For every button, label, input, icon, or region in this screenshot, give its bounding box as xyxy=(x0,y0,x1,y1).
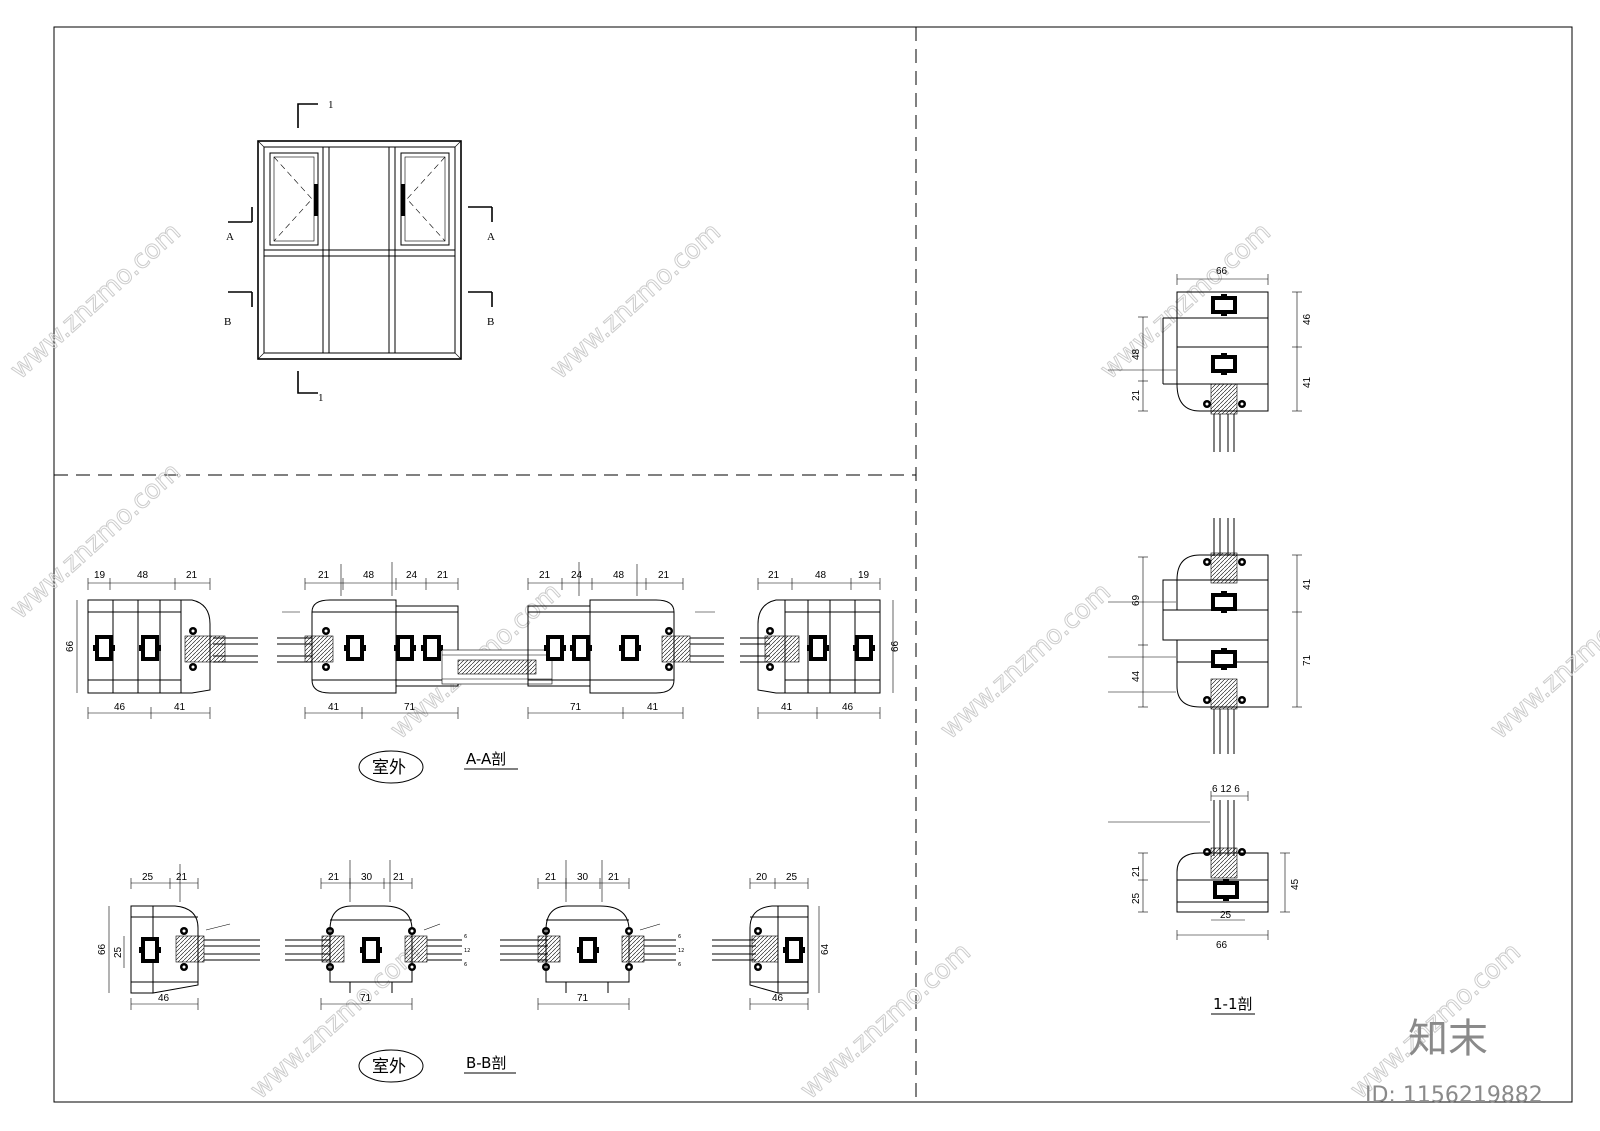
dim-label: 64 xyxy=(820,943,831,955)
dim-label: 21 xyxy=(328,872,340,883)
watermark-text: www.znzmo.com xyxy=(5,217,187,385)
watermark-text: www.znzmo.com xyxy=(545,217,727,385)
exterior-label: 室外 xyxy=(372,1057,406,1077)
section-mark-label: A xyxy=(487,231,495,243)
section-1-1: 66 48 21 46 41 xyxy=(1108,266,1313,1015)
dim-label: 30 xyxy=(577,872,589,883)
dim-label: 21 xyxy=(1131,865,1142,877)
section-title: A-A剖 xyxy=(466,750,506,768)
dim-label: 24 xyxy=(571,570,583,581)
glass-dim: 6 xyxy=(678,962,681,968)
watermark-layer: www.znzmo.com www.znzmo.com www.znzmo.co… xyxy=(4,217,1600,1106)
dim-label: 48 xyxy=(613,570,625,581)
dim-label: 46 xyxy=(772,993,784,1004)
section-title: B-B剖 xyxy=(466,1054,506,1072)
dim-label: 44 xyxy=(1131,670,1142,682)
dim-label: 46 xyxy=(1302,313,1313,325)
dim-label: 25 xyxy=(1220,910,1232,921)
dim-label: 66 xyxy=(97,943,108,955)
dim-label: 21 xyxy=(658,570,670,581)
dim-label: 41 xyxy=(1302,578,1313,590)
footer-brand: 知末 ID: 1156219882 xyxy=(1365,1016,1543,1108)
dim-label: 48 xyxy=(815,570,827,581)
dim-label: 41 xyxy=(174,702,186,713)
dim-label: 21 xyxy=(437,570,449,581)
dim-label: 66 xyxy=(65,640,76,652)
dim-label: 25 xyxy=(113,946,124,958)
brand-logo: 知末 xyxy=(1408,1016,1488,1062)
watermark-text: www.znzmo.com xyxy=(935,577,1117,745)
dim-label: 41 xyxy=(647,702,659,713)
glass-dim: 6 xyxy=(464,962,467,968)
section-mark-label: A xyxy=(226,231,234,243)
section-mark-label: 1 xyxy=(328,99,334,111)
dim-label: 41 xyxy=(328,702,340,713)
dim-label: 21 xyxy=(393,872,405,883)
image-id: ID: 1156219882 xyxy=(1365,1083,1543,1108)
watermark-text: www.znzmo.com xyxy=(1095,217,1277,385)
dim-label: 19 xyxy=(858,570,870,581)
dim-label: 21 xyxy=(176,872,188,883)
watermark-text: www.znzmo.com xyxy=(1485,577,1600,745)
glass-dim: 12 xyxy=(678,948,684,954)
dim-label: 25 xyxy=(1131,892,1142,904)
dim-label: 66 xyxy=(890,640,901,652)
dim-label: 21 xyxy=(608,872,620,883)
watermark-text: www.znzmo.com xyxy=(795,937,977,1105)
dim-label: 21 xyxy=(318,570,330,581)
dim-label: 21 xyxy=(768,570,780,581)
dim-label: 71 xyxy=(404,702,416,713)
glass-dim: 12 xyxy=(464,948,470,954)
dim-label: 71 xyxy=(570,702,582,713)
dim-label: 6 12 6 xyxy=(1212,784,1240,795)
glass-dim: 6 xyxy=(464,934,467,940)
dim-label: 41 xyxy=(781,702,793,713)
dim-label: 45 xyxy=(1290,878,1301,890)
dim-label: 69 xyxy=(1131,594,1142,606)
section-title: 1-1剖 xyxy=(1213,995,1253,1013)
dim-label: 48 xyxy=(137,570,149,581)
section-mark-label: 1 xyxy=(318,392,324,404)
dim-label: 66 xyxy=(1216,940,1228,951)
dim-label: 24 xyxy=(406,570,418,581)
dim-label: 30 xyxy=(361,872,373,883)
dim-label: 71 xyxy=(360,993,372,1004)
glass-dim: 6 xyxy=(678,934,681,940)
dim-label: 25 xyxy=(786,872,798,883)
section-mark-label: B xyxy=(224,316,231,328)
dim-label: 48 xyxy=(363,570,375,581)
dim-label: 21 xyxy=(186,570,198,581)
dim-label: 41 xyxy=(1302,376,1313,388)
dim-label: 19 xyxy=(94,570,106,581)
dim-label: 21 xyxy=(545,872,557,883)
window-elevation: 1 1 A A B B xyxy=(224,99,495,404)
dim-label: 21 xyxy=(539,570,551,581)
sheet-frame xyxy=(53,26,1573,1103)
aa-section: 19 48 21 21 48 24 21 21 24 48 21 21 48 1… xyxy=(65,562,901,784)
bb-section: 25 21 21 30 21 21 30 21 20 25 46 71 71 4… xyxy=(97,860,831,1083)
dim-label: 25 xyxy=(142,872,154,883)
exterior-label: 室外 xyxy=(372,758,406,778)
dim-label: 48 xyxy=(1131,348,1142,360)
dim-label: 71 xyxy=(577,993,589,1004)
dim-label: 46 xyxy=(114,702,126,713)
section-mark-label: B xyxy=(487,316,494,328)
dim-label: 20 xyxy=(756,872,768,883)
dim-label: 66 xyxy=(1216,266,1228,277)
dim-label: 46 xyxy=(158,993,170,1004)
dim-label: 71 xyxy=(1302,654,1313,666)
dim-label: 21 xyxy=(1131,389,1142,401)
dim-label: 46 xyxy=(842,702,854,713)
